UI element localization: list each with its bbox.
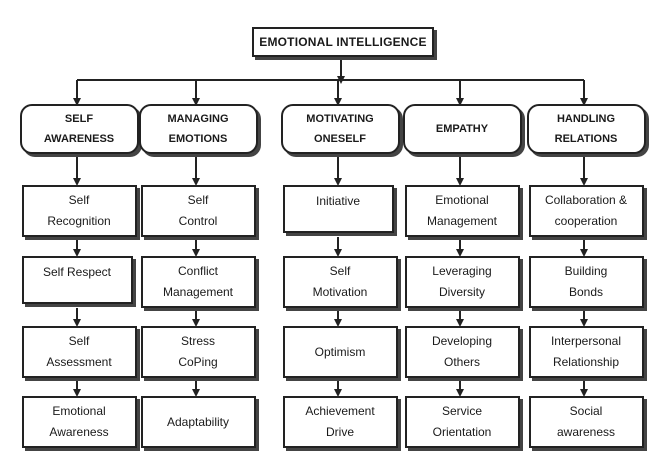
- item-node: Stress CoPing: [140, 326, 256, 378]
- item-node: Developing Others: [404, 326, 520, 378]
- item-label: Service Orientation: [432, 404, 492, 439]
- item-label: Emotional Management: [426, 193, 498, 228]
- item-node: Social awareness: [528, 396, 644, 448]
- item-label: Self Motivation: [312, 264, 368, 299]
- category-node-motivating-oneself: MOTIVATING ONESELF: [280, 104, 400, 154]
- category-node-handling-relations: HANDLING RELATIONS: [526, 104, 646, 154]
- item-node: Self Recognition: [21, 185, 137, 237]
- item-node: Emotional Awareness: [21, 396, 137, 448]
- item-label: Self Assessment: [46, 334, 112, 369]
- category-label: MOTIVATING ONESELF: [306, 113, 374, 145]
- item-node: Self Assessment: [21, 326, 137, 378]
- item-label: Social awareness: [556, 404, 616, 439]
- item-node: Interpersonal Relationship: [528, 326, 644, 378]
- item-label: Developing Others: [431, 334, 493, 369]
- item-label: Conflict Management: [162, 264, 234, 299]
- item-node: Building Bonds: [528, 256, 644, 308]
- item-node: Optimism: [282, 326, 398, 378]
- item-label: Interpersonal Relationship: [550, 334, 622, 369]
- root-label: EMOTIONAL INTELLIGENCE: [259, 35, 427, 49]
- item-node: Self Control: [140, 185, 256, 237]
- item-node: Self Respect: [21, 256, 133, 304]
- item-node: Initiative: [282, 185, 394, 233]
- category-node-managing-emotions: MANAGING EMOTIONS: [138, 104, 258, 154]
- item-label: Emotional Awareness: [49, 404, 109, 439]
- item-label: Stress CoPing: [178, 334, 218, 369]
- item-node: Achievement Drive: [282, 396, 398, 448]
- category-node-self-awareness: SELF AWARENESS: [19, 104, 139, 154]
- item-node: Conflict Management: [140, 256, 256, 308]
- item-label: Achievement Drive: [305, 404, 375, 439]
- category-label: HANDLING RELATIONS: [554, 113, 618, 145]
- item-node: Leveraging Diversity: [404, 256, 520, 308]
- item-label: Self Control: [178, 193, 218, 228]
- item-label: Adaptability: [166, 414, 230, 429]
- item-label: Self Recognition: [47, 193, 111, 228]
- category-label: MANAGING EMOTIONS: [167, 113, 229, 145]
- root-node-emotional-intelligence: EMOTIONAL INTELLIGENCE: [252, 27, 434, 57]
- item-node: Emotional Management: [404, 185, 520, 237]
- item-label: Collaboration & cooperation: [544, 193, 628, 228]
- item-label: Initiative: [315, 194, 361, 208]
- item-label: Building Bonds: [564, 264, 608, 299]
- category-label: SELF AWARENESS: [43, 113, 115, 145]
- item-node: Service Orientation: [404, 396, 520, 448]
- item-label: Self Respect: [42, 265, 112, 279]
- item-node: Adaptability: [140, 396, 256, 448]
- item-label: Optimism: [314, 344, 366, 359]
- category-label: EMPATHY: [435, 123, 489, 135]
- item-node: Collaboration & cooperation: [528, 185, 644, 237]
- item-node: Self Motivation: [282, 256, 398, 308]
- category-node-empathy: EMPATHY: [402, 104, 522, 154]
- item-label: Leveraging Diversity: [432, 264, 492, 299]
